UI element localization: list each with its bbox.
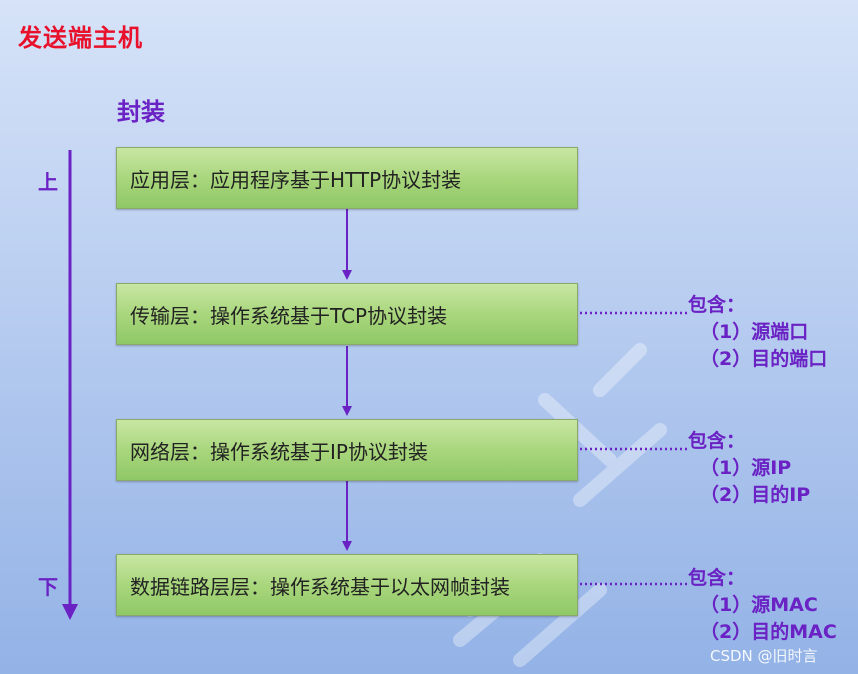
page-title: 发送端主机 — [18, 24, 143, 52]
layer-box-transport: 传输层：操作系统基于TCP协议封装 — [116, 283, 578, 345]
layer-box-datalink: 数据链路层层：操作系统基于以太网帧封装 — [116, 554, 578, 616]
layer-label: 传输层：操作系统基于TCP协议封装 — [130, 303, 448, 328]
layer-box-network: 网络层：操作系统基于IP协议封装 — [116, 419, 578, 481]
direction-arrow — [62, 150, 78, 620]
direction-top-label: 上 — [38, 170, 58, 194]
contains-transport: 包含： （1）源端口 （2）目的端口 — [688, 292, 827, 373]
contains-item: （2）目的MAC — [700, 621, 837, 643]
contains-item: （1）源MAC — [700, 594, 818, 616]
watermark: CSDN @旧时言 — [710, 647, 818, 665]
layer-box-application: 应用层：应用程序基于HTTP协议封装 — [116, 147, 578, 209]
contains-item: （2）目的端口 — [700, 348, 828, 370]
contains-network: 包含： （1）源IP （2）目的IP — [688, 428, 810, 509]
dotted-leaders — [580, 311, 688, 586]
contains-item: （1）源端口 — [700, 321, 809, 343]
layer-label: 网络层：操作系统基于IP协议封装 — [130, 439, 428, 464]
contains-heading: 包含： — [688, 567, 746, 589]
contains-datalink: 包含： （1）源MAC （2）目的MAC — [688, 565, 837, 646]
layer-connector-arrows — [342, 209, 352, 551]
direction-bottom-label: 下 — [38, 575, 58, 599]
contains-item: （2）目的IP — [700, 484, 811, 506]
contains-heading: 包含： — [688, 430, 746, 452]
layer-label: 应用层：应用程序基于HTTP协议封装 — [130, 167, 462, 192]
layer-label: 数据链路层层：操作系统基于以太网帧封装 — [130, 574, 510, 599]
section-subtitle: 封装 — [117, 98, 165, 126]
contains-heading: 包含： — [688, 294, 746, 316]
contains-item: （1）源IP — [700, 457, 792, 479]
